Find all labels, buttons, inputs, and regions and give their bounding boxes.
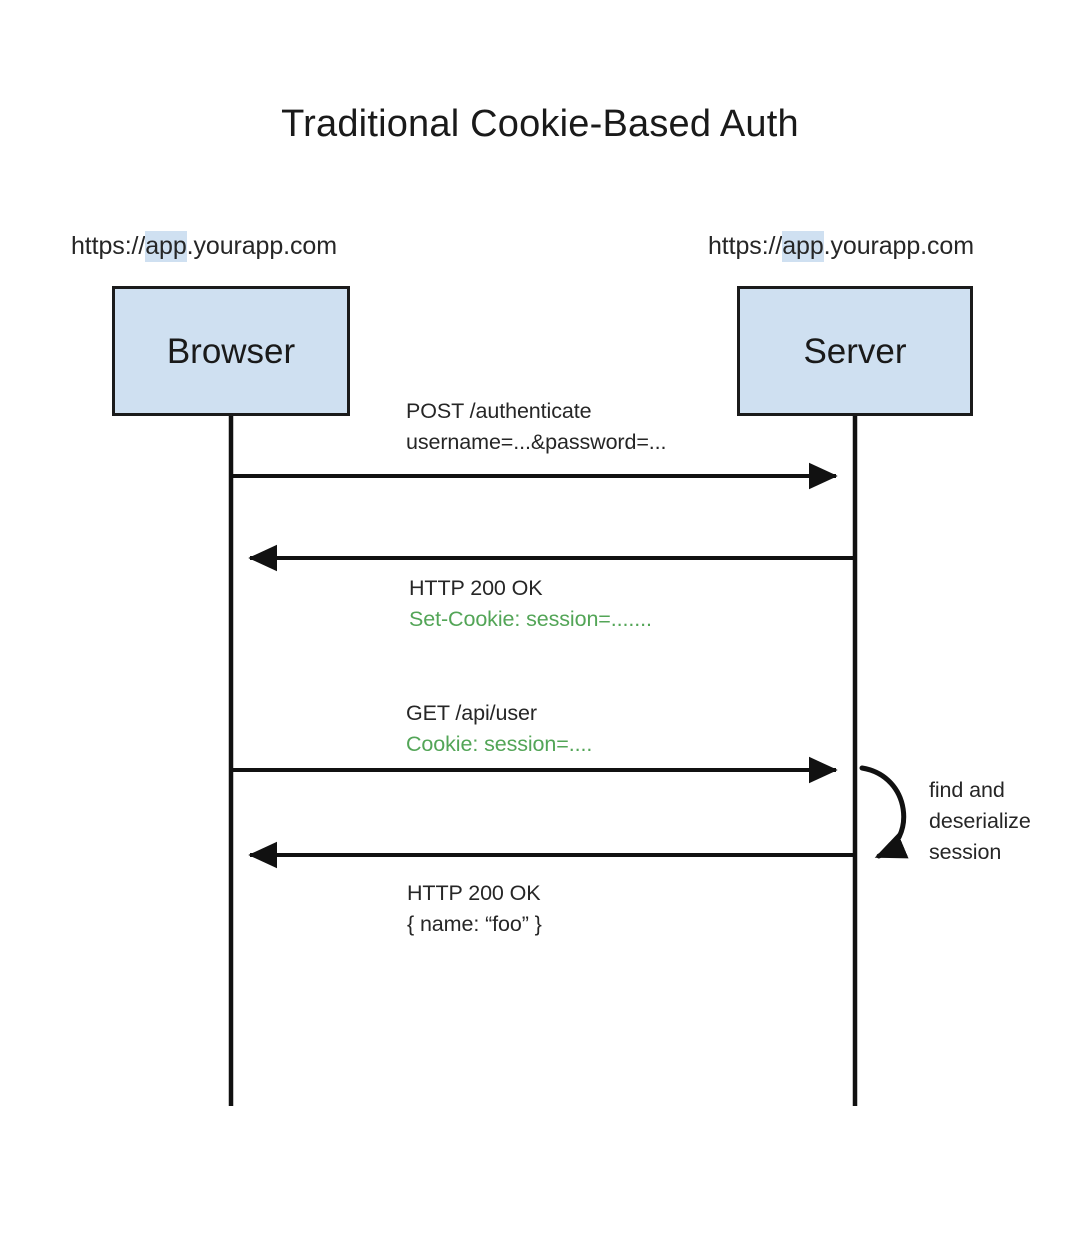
message-line-primary: HTTP 200 OK	[407, 881, 541, 905]
actor-box-server: Server	[737, 286, 973, 416]
self-message-line-2: deserialize	[929, 809, 1031, 833]
actor-url-server: https://app.yourapp.com	[708, 231, 974, 262]
actor-label-browser: Browser	[166, 331, 296, 371]
message-line-secondary: username=...&password=...	[406, 430, 667, 454]
message-label-auth-response: HTTP 200 OK Set-Cookie: session=.......	[409, 573, 652, 635]
actor-url-server-prefix: https://	[708, 232, 783, 260]
actor-url-browser: https://app.yourapp.com	[71, 231, 337, 262]
self-message-label-find-deserialize-session: find and deserialize session	[929, 775, 1031, 868]
message-line-primary: HTTP 200 OK	[409, 576, 543, 600]
message-label-post-authenticate: POST /authenticate username=...&password…	[406, 396, 667, 458]
message-label-api-response: HTTP 200 OK { name: “foo” }	[407, 878, 542, 940]
actor-url-browser-highlight: app	[145, 231, 187, 262]
actor-label-server: Server	[803, 331, 907, 371]
actor-url-browser-suffix: .yourapp.com	[186, 232, 337, 260]
message-line-secondary: Cookie: session=....	[406, 732, 593, 756]
self-message-line-1: find and	[929, 778, 1005, 802]
page-title: Traditional Cookie-Based Auth	[281, 103, 799, 145]
actor-url-server-highlight: app	[782, 231, 824, 262]
self-message-line-3: session	[929, 840, 1002, 864]
self-message-arrow-find-deserialize-session	[859, 765, 909, 859]
message-label-get-api-user: GET /api/user Cookie: session=....	[406, 698, 592, 760]
actor-url-server-suffix: .yourapp.com	[823, 232, 974, 260]
message-line-secondary: Set-Cookie: session=.......	[409, 607, 652, 631]
message-line-secondary: { name: “foo” }	[407, 912, 542, 936]
message-line-primary: POST /authenticate	[406, 399, 592, 423]
message-line-primary: GET /api/user	[406, 701, 537, 725]
actor-box-browser: Browser	[112, 286, 350, 416]
actor-url-browser-prefix: https://	[71, 232, 146, 260]
